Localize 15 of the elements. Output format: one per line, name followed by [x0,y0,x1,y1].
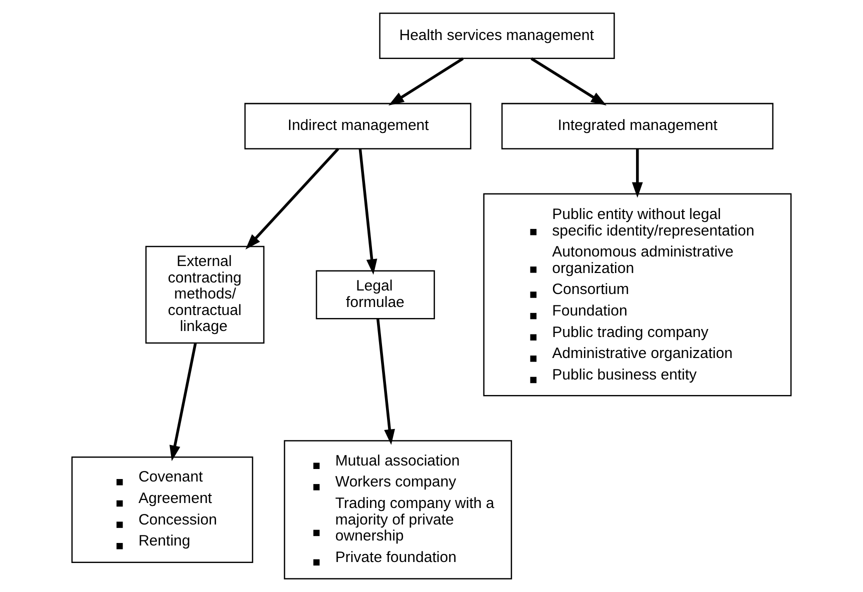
node-box: Mutual association Workers company Trading company with a majority of private ownership Private foundation [284,440,512,580]
arrow [530,57,606,106]
node-box: Legal formulae [316,270,435,320]
arrow [245,148,340,250]
node-box: Integrated management [501,102,774,150]
node-box: Public entity without legal specific identity/representation Autonomous administrative organization Consortium Foundation Public trading company Administrative organization Public business entity [483,193,792,396]
arrow [376,318,395,445]
node-box: Covenant Agreement Concession Renting [71,456,254,564]
node-box: External contracting methods/ contractual linkage [145,246,264,344]
arrow [388,57,464,106]
arrow [632,148,643,198]
arrow [170,342,197,462]
node-box: Indirect management [244,102,472,150]
arrow [358,148,378,275]
node-box: Health services management [379,12,615,60]
